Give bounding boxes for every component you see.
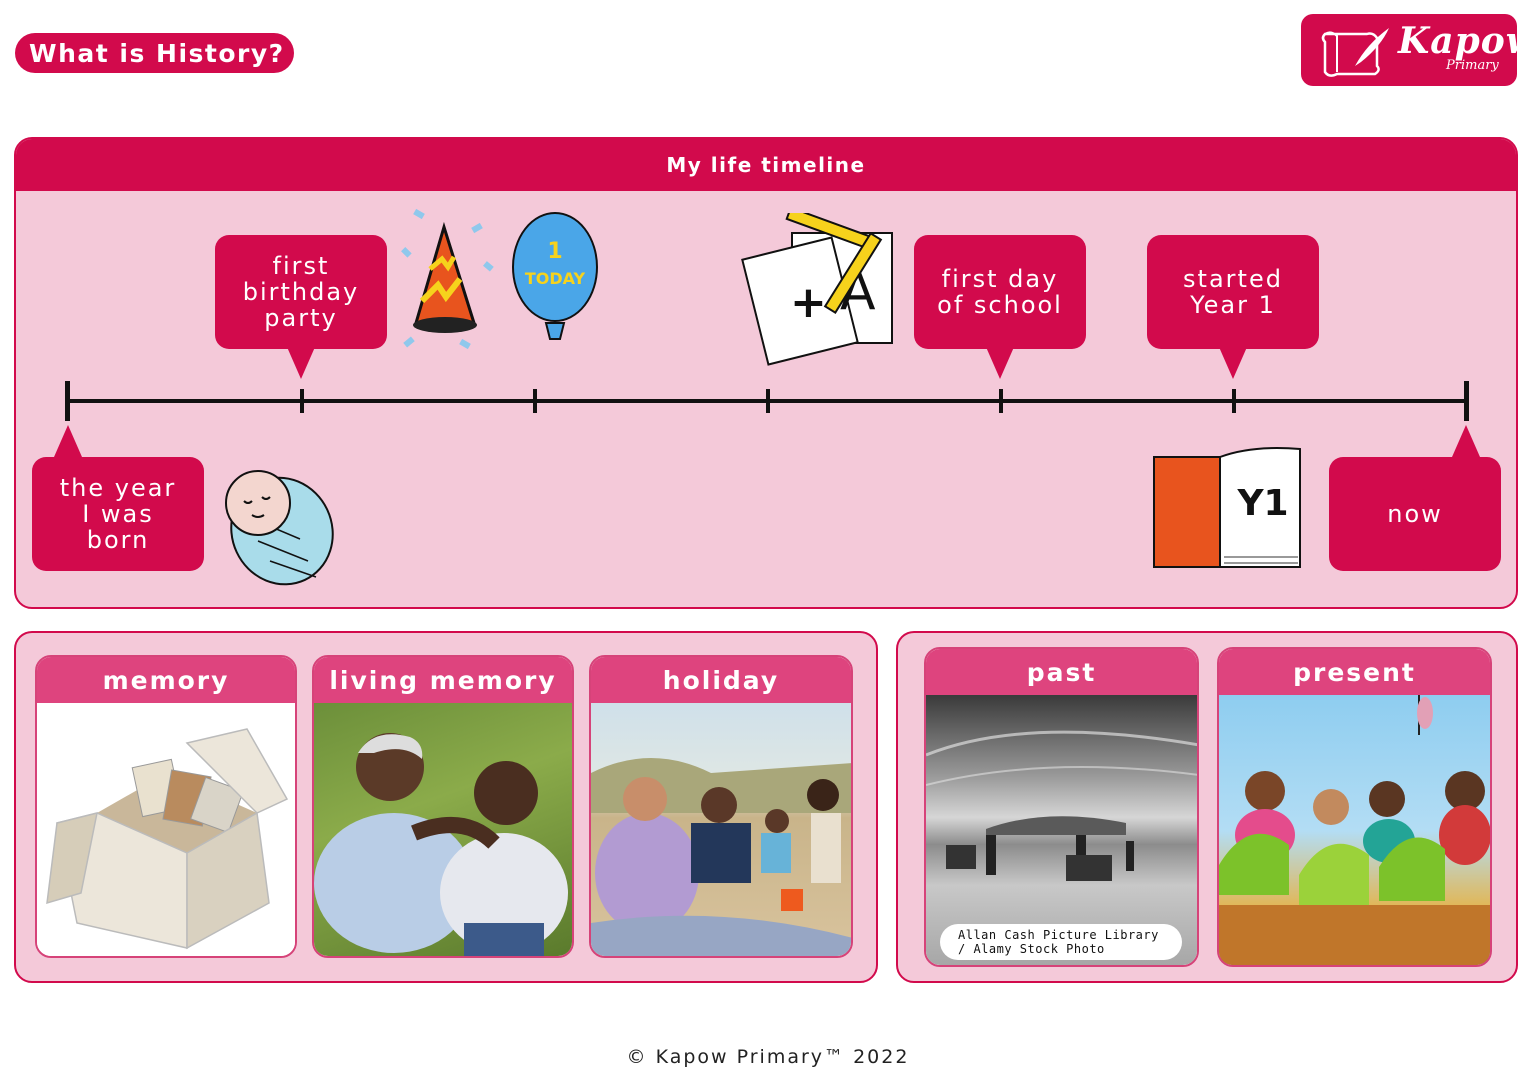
card-label: memory — [37, 657, 295, 703]
beach-photo — [591, 703, 851, 956]
card-present: present — [1217, 647, 1492, 967]
card-past: past — [924, 647, 1199, 967]
card-label: present — [1219, 649, 1490, 695]
kapow-logo — [1301, 14, 1517, 86]
balloon-today: TODAY — [524, 269, 586, 288]
card-label: holiday — [591, 657, 851, 703]
bubble-pointer — [1452, 425, 1480, 457]
grandparent-photo — [314, 703, 572, 956]
timeline-tick — [1232, 389, 1236, 413]
timeline-panel: My life timeline first birthday party fi… — [14, 137, 1518, 609]
balloon-icon — [512, 212, 598, 340]
bubble-pointer — [54, 425, 82, 457]
scroll-quill-icon — [1321, 28, 1389, 77]
book-label: Y1 — [1237, 483, 1289, 524]
timeline-tick — [1464, 381, 1469, 421]
baby-icon — [225, 470, 334, 586]
bubble-pointer — [287, 347, 315, 379]
event-born: the year I was born — [32, 457, 204, 571]
event-first-day-school: first day of school — [914, 235, 1086, 349]
timeline-tick — [65, 381, 70, 421]
bubble-pointer — [1219, 347, 1247, 379]
card-label: living memory — [314, 657, 572, 703]
card-memory: memory — [35, 655, 297, 958]
party-hat-icon — [401, 208, 494, 350]
event-now: now — [1329, 457, 1501, 571]
timeline-tick — [300, 389, 304, 413]
timeline-tick — [766, 389, 770, 413]
bubble-pointer — [986, 347, 1014, 379]
card-living-memory: living memory — [312, 655, 574, 958]
logo-subtitle: Primary — [1446, 58, 1499, 73]
photo-box-image — [37, 703, 295, 956]
photo-credit: Allan Cash Picture Library / Alamy Stock… — [940, 924, 1182, 960]
book-icon — [1153, 447, 1301, 568]
svg-text:+: + — [790, 277, 827, 328]
card-holiday: holiday — [589, 655, 853, 958]
event-started-year1: started Year 1 — [1147, 235, 1319, 349]
timeline-tick — [999, 389, 1003, 413]
present-ride-photo — [1219, 695, 1490, 965]
photo-box-icon — [46, 728, 289, 950]
card-label: past — [926, 649, 1197, 695]
logo-wordmark: Kapow — [1398, 20, 1536, 62]
paper-pencil-icon: + A — [741, 213, 893, 366]
page-title: What is History? — [15, 33, 294, 73]
past-beach-photo — [926, 695, 1197, 965]
timeline-title: My life timeline — [16, 139, 1516, 191]
copyright-footer: © Kapow Primary™ 2022 — [626, 1046, 910, 1068]
timeline-tick — [533, 389, 537, 413]
balloon-number: 1 — [547, 239, 563, 264]
event-first-birthday: first birthday party — [215, 235, 387, 349]
